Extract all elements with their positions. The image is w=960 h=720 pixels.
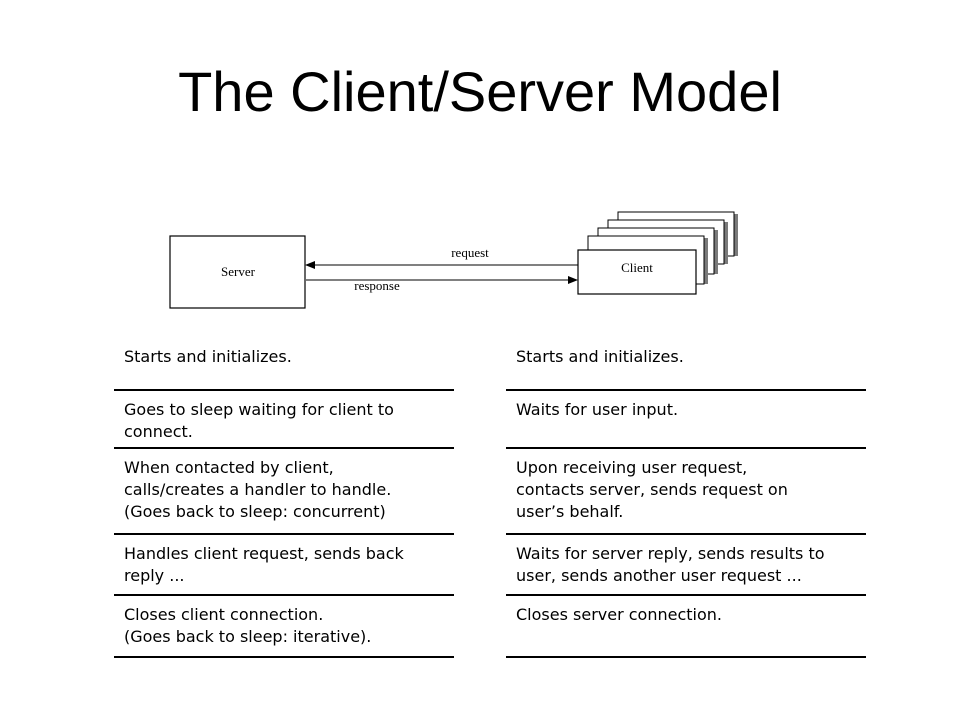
server-step: When contacted by client, calls/creates … <box>114 449 454 535</box>
server-box <box>169 235 306 309</box>
response-label: response <box>354 278 400 293</box>
client-box <box>577 249 697 295</box>
client-step: Waits for user input. <box>506 391 866 449</box>
client-steps-column: Starts and initializes. Waits for user i… <box>506 338 866 658</box>
request-label: request <box>451 245 489 260</box>
server-step: Handles client request, sends back reply… <box>114 535 454 596</box>
server-steps-column: Starts and initializes. Goes to sleep wa… <box>114 338 454 658</box>
client-label: Client <box>621 260 653 275</box>
client-step: Closes server connection. <box>506 596 866 658</box>
client-step: Waits for server reply, sends results to… <box>506 535 866 596</box>
server-step: Goes to sleep waiting for client to conn… <box>114 391 454 449</box>
slide-title: The Client/Server Model <box>178 60 782 123</box>
server-step: Starts and initializes. <box>114 338 454 391</box>
client-step: Starts and initializes. <box>506 338 866 391</box>
client-stack: Client <box>577 211 738 295</box>
server-step: Closes client connection. (Goes back to … <box>114 596 454 658</box>
client-step: Upon receiving user request, contacts se… <box>506 449 866 535</box>
server-label: Server <box>221 264 256 279</box>
